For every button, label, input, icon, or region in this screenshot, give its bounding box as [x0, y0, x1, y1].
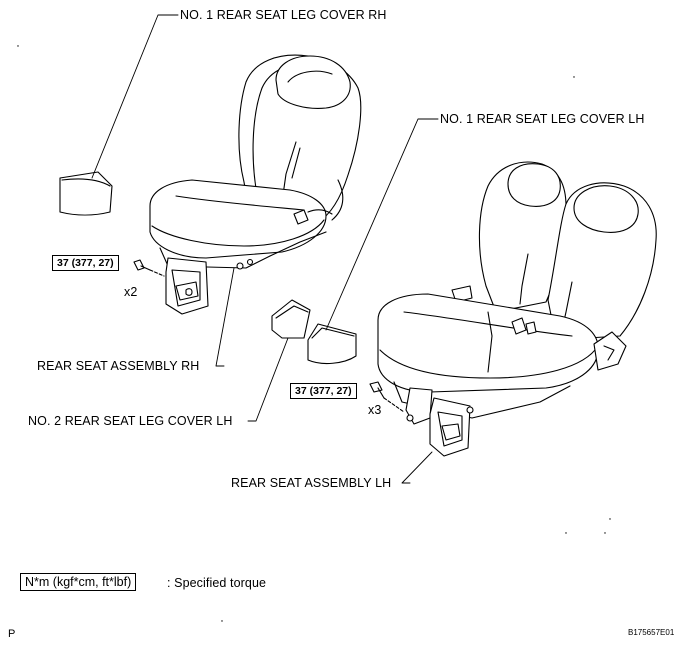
label-leg-cover-lh: NO. 1 REAR SEAT LEG COVER LH — [440, 112, 645, 126]
rear-seat-rh-illustration — [149, 54, 362, 315]
bolt-lh-icon — [369, 381, 405, 413]
torque-box-rh: 37 (377, 27) — [52, 255, 119, 271]
print-speckles — [17, 45, 611, 622]
leader-lines — [91, 14, 439, 484]
label-leg-cover-2-lh: NO. 2 REAR SEAT LEG COVER LH — [28, 414, 233, 428]
rear-seat-lh-illustration — [377, 161, 657, 457]
legend-unit-box: N*m (kgf*cm, ft*lbf) — [20, 573, 137, 591]
label-seat-assembly-rh: REAR SEAT ASSEMBLY RH — [37, 359, 200, 373]
torque-qty-lh: x3 — [368, 403, 382, 417]
leg-cover-lh-part — [307, 323, 357, 365]
figure-code: B175657E01 — [628, 628, 675, 637]
leg-cover-2-lh-part — [271, 299, 311, 339]
label-seat-assembly-lh: REAR SEAT ASSEMBLY LH — [231, 476, 392, 490]
torque-qty-rh: x2 — [124, 285, 138, 299]
corner-mark: P — [8, 628, 16, 640]
label-leg-cover-rh: NO. 1 REAR SEAT LEG COVER RH — [180, 8, 387, 22]
leg-cover-rh-part — [59, 171, 113, 216]
bolt-rh-icon — [133, 259, 165, 277]
torque-box-lh: 37 (377, 27) — [290, 383, 357, 399]
legend-description: : Specified torque — [167, 576, 267, 590]
